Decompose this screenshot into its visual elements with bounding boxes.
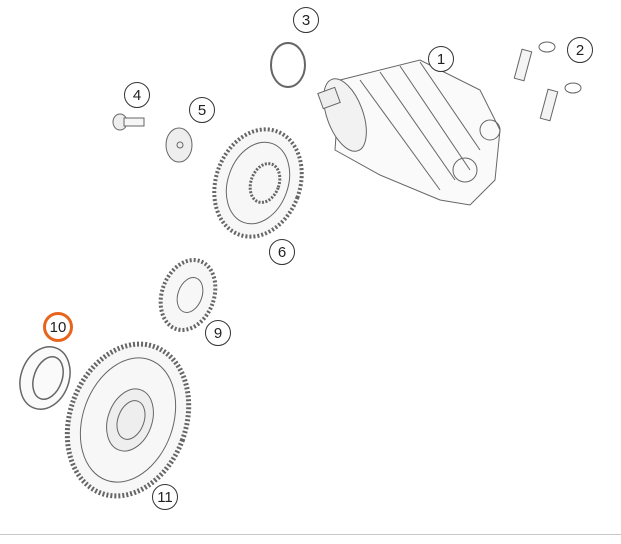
- o-ring-part[interactable]: [270, 42, 306, 88]
- freewheel-gear-part[interactable]: [47, 327, 209, 513]
- callout-2[interactable]: 2: [567, 37, 593, 63]
- callout-6[interactable]: 6: [269, 239, 295, 265]
- callout-5[interactable]: 5: [189, 97, 215, 123]
- bottom-divider: [0, 534, 621, 535]
- callout-9[interactable]: 9: [205, 320, 231, 346]
- callout-10-selected[interactable]: 10: [43, 312, 73, 342]
- starter-motor-part[interactable]: [315, 59, 501, 206]
- intermediate-gear-part[interactable]: [200, 117, 317, 249]
- callout-3[interactable]: 3: [293, 7, 319, 33]
- callout-11[interactable]: 11: [152, 484, 178, 510]
- callout-4[interactable]: 4: [124, 82, 150, 108]
- screw-part[interactable]: [112, 113, 145, 131]
- bolt-part[interactable]: [513, 41, 582, 122]
- small-gear-part[interactable]: [151, 252, 224, 337]
- washer-part[interactable]: [165, 127, 193, 163]
- callout-1[interactable]: 1: [428, 46, 454, 72]
- seal-ring-part[interactable]: [12, 340, 79, 417]
